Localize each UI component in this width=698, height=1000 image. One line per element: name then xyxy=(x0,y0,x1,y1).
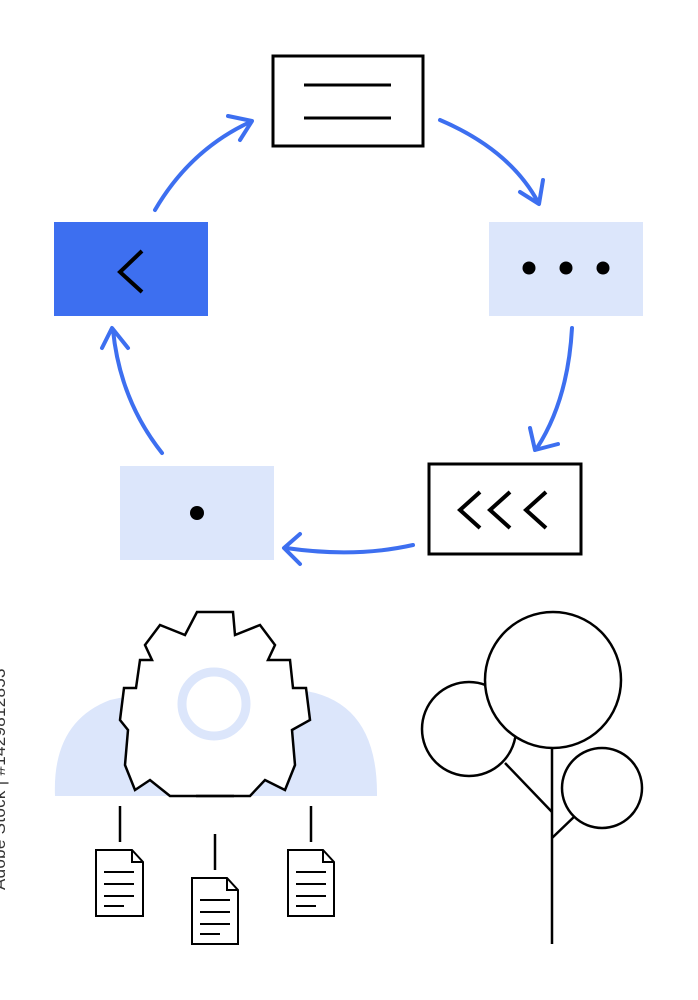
dot-icon xyxy=(190,506,204,520)
gear-hub xyxy=(177,667,251,741)
triple-chevron-left-icon xyxy=(457,490,548,530)
arrow-head xyxy=(100,326,130,350)
arrow-top-to-right xyxy=(438,118,540,204)
arrow-bottom-right-to-bottom-left xyxy=(284,543,415,555)
arrow-bottom-left-to-left xyxy=(111,328,164,455)
cloud-gear-icon xyxy=(54,610,378,798)
document-connectors xyxy=(118,806,313,870)
ellipsis-icon xyxy=(522,261,610,275)
arrow-head xyxy=(226,114,254,142)
arrow-head xyxy=(528,426,560,452)
arrow-head xyxy=(282,532,302,566)
arrow-left-to-top xyxy=(153,120,252,212)
tree-icon xyxy=(420,610,644,944)
gear-icon xyxy=(118,610,312,798)
left-box xyxy=(54,222,208,316)
cycle-arrows xyxy=(100,114,574,566)
document-icon xyxy=(191,877,239,945)
lines-icon xyxy=(304,83,391,120)
document-icon xyxy=(95,849,144,917)
top-box xyxy=(271,54,425,148)
chevron-left-icon xyxy=(117,249,144,294)
bottom-left-box xyxy=(120,466,274,560)
arrow-right-to-bottom-right xyxy=(535,326,574,450)
watermark-text: Adobe Stock | #1429812853 xyxy=(0,668,9,890)
right-box xyxy=(489,222,643,316)
bottom-right-box xyxy=(427,462,583,556)
document-icon xyxy=(287,849,335,917)
arrow-head xyxy=(518,178,545,206)
